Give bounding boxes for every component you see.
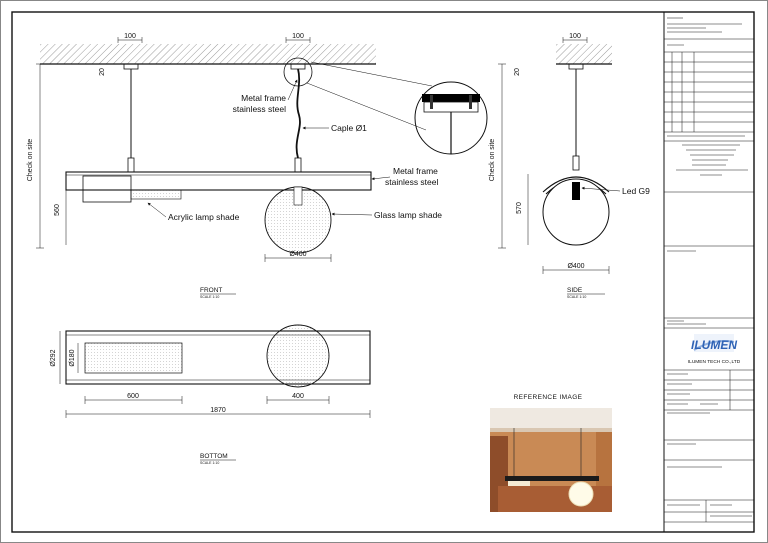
company-logo: ILUMEN ILUMEN TECH CO.,LTD bbox=[688, 334, 741, 365]
side-ceiling-hatch bbox=[556, 44, 612, 64]
front-lamp-bar bbox=[65, 171, 372, 191]
side-view-title: SIDE bbox=[567, 287, 583, 294]
bottom-acrylic-panel bbox=[84, 342, 183, 374]
dim-text: Ø180 bbox=[69, 349, 76, 366]
label-metal-frame-top-1: Metal frame bbox=[241, 93, 286, 103]
detail-screw-left bbox=[430, 95, 433, 109]
dim-text: 1870 bbox=[210, 407, 226, 414]
front-view: 100 100 20 Check on site 560 bbox=[27, 33, 442, 299]
reference-image-title: REFERENCE IMAGE bbox=[514, 394, 583, 401]
detail-view bbox=[414, 81, 488, 155]
front-connector-left bbox=[127, 157, 135, 173]
front-cable-right bbox=[295, 68, 301, 159]
front-dim-100-left: 100 bbox=[117, 33, 143, 43]
title-block: ILUMEN ILUMEN TECH CO.,LTD bbox=[664, 17, 754, 523]
label-acrylic-shade: Acrylic lamp shade bbox=[168, 212, 240, 222]
dim-text: 400 bbox=[292, 393, 304, 400]
dim-text: 100 bbox=[569, 33, 581, 40]
front-connector-right bbox=[294, 157, 302, 173]
label-caple: Caple Ø1 bbox=[331, 123, 367, 133]
dim-20-front: 20 bbox=[99, 68, 106, 76]
side-arc-frame bbox=[542, 176, 610, 193]
reference-photo bbox=[490, 408, 612, 512]
detail-screw-right bbox=[469, 95, 472, 109]
bottom-bar-outline bbox=[65, 330, 371, 385]
front-canopy-left bbox=[123, 63, 139, 70]
detail-ceiling-plate bbox=[422, 94, 480, 102]
front-ceiling-hatch bbox=[40, 44, 376, 64]
side-led-g9 bbox=[572, 182, 580, 200]
side-check-on-site-text: Check on site bbox=[489, 139, 496, 182]
bottom-glass-sphere bbox=[266, 324, 330, 388]
side-view: 100 20 Check on site 570 Led G9 Ø400 SID… bbox=[489, 33, 650, 299]
label-glass-shade: Glass lamp shade bbox=[374, 210, 442, 220]
dim-text: 600 bbox=[127, 393, 139, 400]
label-led: Led G9 bbox=[622, 186, 650, 196]
dim-text: 570 bbox=[516, 202, 523, 214]
front-bulb-socket bbox=[293, 186, 303, 206]
title-block-fine-print bbox=[667, 17, 752, 517]
front-acrylic-shade bbox=[130, 189, 182, 200]
label-metal-frame-mid-1: Metal frame bbox=[393, 166, 438, 176]
side-dim-100: 100 bbox=[562, 33, 588, 43]
reference-image-block: REFERENCE IMAGE bbox=[490, 394, 612, 512]
company-name: ILUMEN TECH CO.,LTD bbox=[688, 359, 741, 365]
dim-20-side: 20 bbox=[514, 68, 521, 76]
front-view-title: FRONT bbox=[200, 287, 222, 294]
frame-border bbox=[11, 11, 755, 533]
dim-text: 560 bbox=[54, 204, 61, 216]
bottom-view: Ø292 Ø180 600 400 1870 BOTTOM SCALE 1:10 bbox=[50, 324, 371, 465]
dim-text: Ø400 bbox=[567, 263, 584, 270]
dim-text: Ø400 bbox=[289, 251, 306, 258]
dim-text: 100 bbox=[292, 33, 304, 40]
dim-text: Ø292 bbox=[50, 349, 57, 366]
revision-table bbox=[664, 52, 754, 132]
bottom-view-title: BOTTOM bbox=[200, 453, 228, 460]
logo-text: ILUMEN bbox=[691, 338, 737, 352]
side-glass-sphere bbox=[542, 178, 610, 246]
front-scale: SCALE 1:10 bbox=[200, 295, 219, 299]
label-metal-frame-top-2: stainless steel bbox=[233, 104, 286, 114]
front-end-block bbox=[82, 175, 132, 203]
bottom-scale: SCALE 1:10 bbox=[200, 461, 219, 465]
front-dim-100-right: 100 bbox=[285, 33, 311, 43]
label-metal-frame-mid-2: stainless steel bbox=[385, 177, 438, 187]
front-canopy-right bbox=[290, 63, 306, 70]
dim-text: 100 bbox=[124, 33, 136, 40]
detail-leader bbox=[306, 82, 427, 131]
detail-leader-2 bbox=[310, 61, 433, 87]
front-check-on-site-text: Check on site bbox=[27, 139, 34, 182]
detail-callout-circle bbox=[283, 57, 313, 87]
side-scale: SCALE 1:10 bbox=[567, 295, 586, 299]
